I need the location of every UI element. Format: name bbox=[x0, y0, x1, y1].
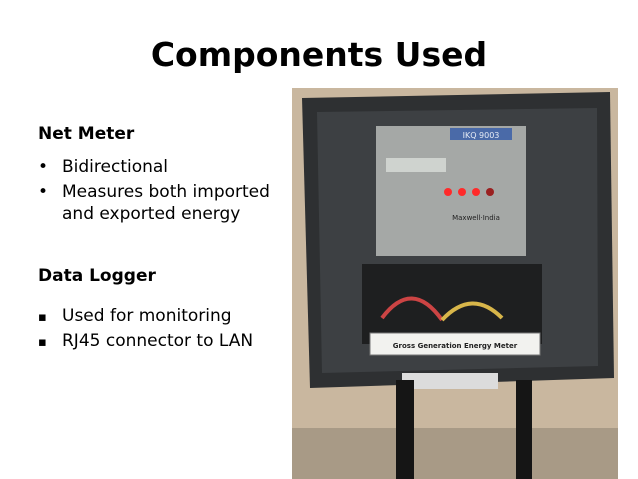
yellow-wire bbox=[440, 301, 504, 322]
bullet-text: Measures both imported and exported ener… bbox=[62, 182, 270, 224]
list-item: ▪ RJ45 connector to LAN bbox=[38, 330, 288, 352]
meter-label-text: Gross Generation Energy Meter bbox=[393, 342, 518, 350]
list-item: • Bidirectional bbox=[38, 156, 288, 178]
indicator-led bbox=[458, 188, 466, 196]
list-item: ▪ Used for monitoring bbox=[38, 305, 288, 327]
data-logger-bullet-list: ▪ Used for monitoring ▪ RJ45 connector t… bbox=[38, 305, 288, 355]
red-wire bbox=[380, 296, 444, 322]
meter-model-text: IKQ 9003 bbox=[463, 131, 500, 140]
cable-left bbox=[396, 380, 414, 479]
net-meter-bullet-list: • Bidirectional • Measures both imported… bbox=[38, 156, 288, 228]
meter-model-plate bbox=[450, 128, 512, 140]
indicator-led bbox=[472, 188, 480, 196]
bullet-text: Bidirectional bbox=[62, 157, 169, 177]
cable-right bbox=[516, 380, 532, 479]
bullet-square-icon: ▪ bbox=[38, 310, 47, 325]
indicator-led bbox=[444, 188, 452, 196]
bullet-dot-icon: • bbox=[38, 182, 49, 202]
floor-grid bbox=[292, 428, 618, 479]
meter-label-strip bbox=[369, 332, 541, 356]
bottom-plate bbox=[402, 373, 498, 389]
bullet-dot-icon: • bbox=[38, 157, 49, 177]
list-item: • Measures both imported and exported en… bbox=[38, 181, 288, 225]
bullet-square-icon: ▪ bbox=[38, 335, 47, 350]
bullet-text: Used for monitoring bbox=[62, 306, 232, 326]
slide-title: Components Used bbox=[150, 35, 488, 74]
section-heading-net-meter: Net Meter bbox=[38, 124, 135, 144]
meter-brand-text: Maxwell·India bbox=[452, 214, 500, 222]
bullet-text: RJ45 connector to LAN bbox=[62, 331, 254, 351]
terminal-block bbox=[362, 264, 542, 344]
energy-meter-photo: IKQ 9003 Maxwell·India Gross Generation … bbox=[292, 88, 618, 479]
meter-display bbox=[386, 158, 446, 172]
section-heading-data-logger: Data Logger bbox=[38, 266, 156, 286]
indicator-led bbox=[486, 188, 494, 196]
